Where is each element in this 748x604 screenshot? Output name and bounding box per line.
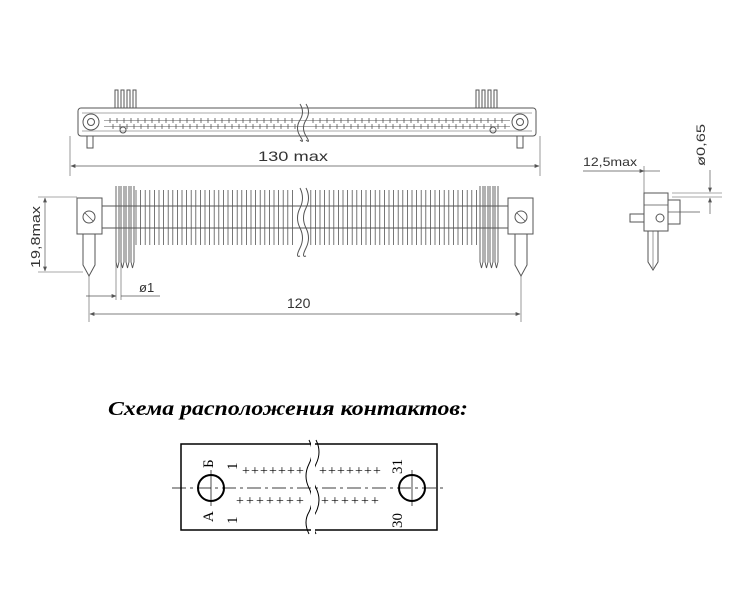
side-view bbox=[583, 166, 722, 271]
bracket-right-pin bbox=[514, 234, 528, 278]
dim-label-120: 120 bbox=[287, 295, 311, 311]
contact-mark: + bbox=[269, 464, 277, 479]
contact-mark: + bbox=[296, 464, 304, 479]
dim-label-125max: 12,5max bbox=[583, 155, 637, 169]
contact-layout-diagram bbox=[172, 439, 446, 535]
dim-label-pin-065: ø0,65 bbox=[694, 124, 708, 166]
dim-label-130max: 130 max bbox=[258, 148, 328, 164]
side-pin bbox=[647, 231, 659, 271]
contact-mark: + bbox=[351, 494, 359, 509]
side-stub bbox=[629, 213, 645, 223]
contact-mark: + bbox=[242, 464, 250, 479]
contact-30: 30 bbox=[390, 513, 406, 528]
dim-label-198max: 19,8max bbox=[28, 205, 43, 268]
contact-mark: + bbox=[276, 494, 284, 509]
end-pins bbox=[115, 186, 499, 269]
row-a-label: А bbox=[201, 511, 217, 522]
contact-mark: + bbox=[331, 494, 339, 509]
long-pin bbox=[120, 186, 125, 269]
bracket-left bbox=[76, 197, 103, 235]
long-pin bbox=[489, 186, 494, 269]
contact-mark: + bbox=[296, 494, 304, 509]
contact-mark: + bbox=[246, 494, 254, 509]
contact-mark: + bbox=[355, 464, 363, 479]
front-view bbox=[38, 186, 534, 322]
long-pin bbox=[130, 186, 135, 269]
break-mark bbox=[303, 187, 309, 257]
break-mark bbox=[297, 187, 303, 257]
long-pin bbox=[125, 186, 130, 269]
long-pin bbox=[484, 186, 489, 269]
contact-mark: + bbox=[371, 494, 379, 509]
contact-mark: + bbox=[260, 464, 268, 479]
contact-mark: + bbox=[361, 494, 369, 509]
contact-mark: + bbox=[266, 494, 274, 509]
side-body bbox=[643, 192, 669, 232]
dim-label-pin-diameter: ø1 bbox=[139, 280, 154, 295]
post-left bbox=[86, 135, 94, 149]
contact-mark: + bbox=[321, 494, 329, 509]
long-pin bbox=[115, 186, 120, 269]
contact-mark: + bbox=[256, 494, 264, 509]
contact-mark: + bbox=[328, 464, 336, 479]
front-body bbox=[101, 205, 509, 229]
contacts-caption: Схема расположения контактов: bbox=[108, 398, 468, 420]
bracket-left-pin bbox=[82, 234, 96, 278]
top-contact-rows bbox=[104, 118, 510, 129]
contact-mark: + bbox=[287, 464, 295, 479]
contact-31: 31 bbox=[390, 459, 406, 474]
top-body-outline bbox=[77, 107, 537, 137]
scheme-frame bbox=[180, 443, 438, 531]
contact-fins bbox=[135, 190, 477, 245]
contact-mark: + bbox=[346, 464, 354, 479]
contact-mark: + bbox=[364, 464, 372, 479]
end-pins-right bbox=[475, 89, 498, 109]
contact-mark: + bbox=[337, 464, 345, 479]
contact-mark: + bbox=[373, 464, 381, 479]
contact-mark: + bbox=[341, 494, 349, 509]
row-b-label: Б bbox=[201, 459, 217, 468]
post-right bbox=[516, 135, 524, 149]
mount-hole-right-inner bbox=[516, 118, 524, 126]
screw-right bbox=[489, 126, 497, 134]
mount-hole-left-inner bbox=[87, 118, 95, 126]
break-mark bbox=[297, 103, 303, 142]
contact-mark: + bbox=[236, 494, 244, 509]
contact-1-upper: 1 bbox=[225, 463, 241, 471]
bracket-left-screw bbox=[82, 210, 96, 224]
top-view bbox=[69, 89, 541, 176]
contact-mark: + bbox=[319, 464, 327, 479]
contact-mark: + bbox=[251, 464, 259, 479]
contact-1-lower: 1 bbox=[225, 517, 241, 525]
break-mark bbox=[303, 103, 309, 142]
end-pins-left bbox=[114, 89, 137, 109]
long-pin bbox=[479, 186, 484, 269]
mount-hole-right bbox=[511, 113, 529, 131]
long-pin bbox=[494, 186, 499, 269]
contact-mark: + bbox=[286, 494, 294, 509]
screw-left bbox=[119, 126, 127, 134]
bracket-right-screw bbox=[514, 210, 528, 224]
mount-hole-left bbox=[82, 113, 100, 131]
side-hole bbox=[655, 213, 665, 223]
contact-mark: + bbox=[278, 464, 286, 479]
contact-pin-marks: +++++++++++++++++++++++++++ bbox=[236, 464, 381, 509]
